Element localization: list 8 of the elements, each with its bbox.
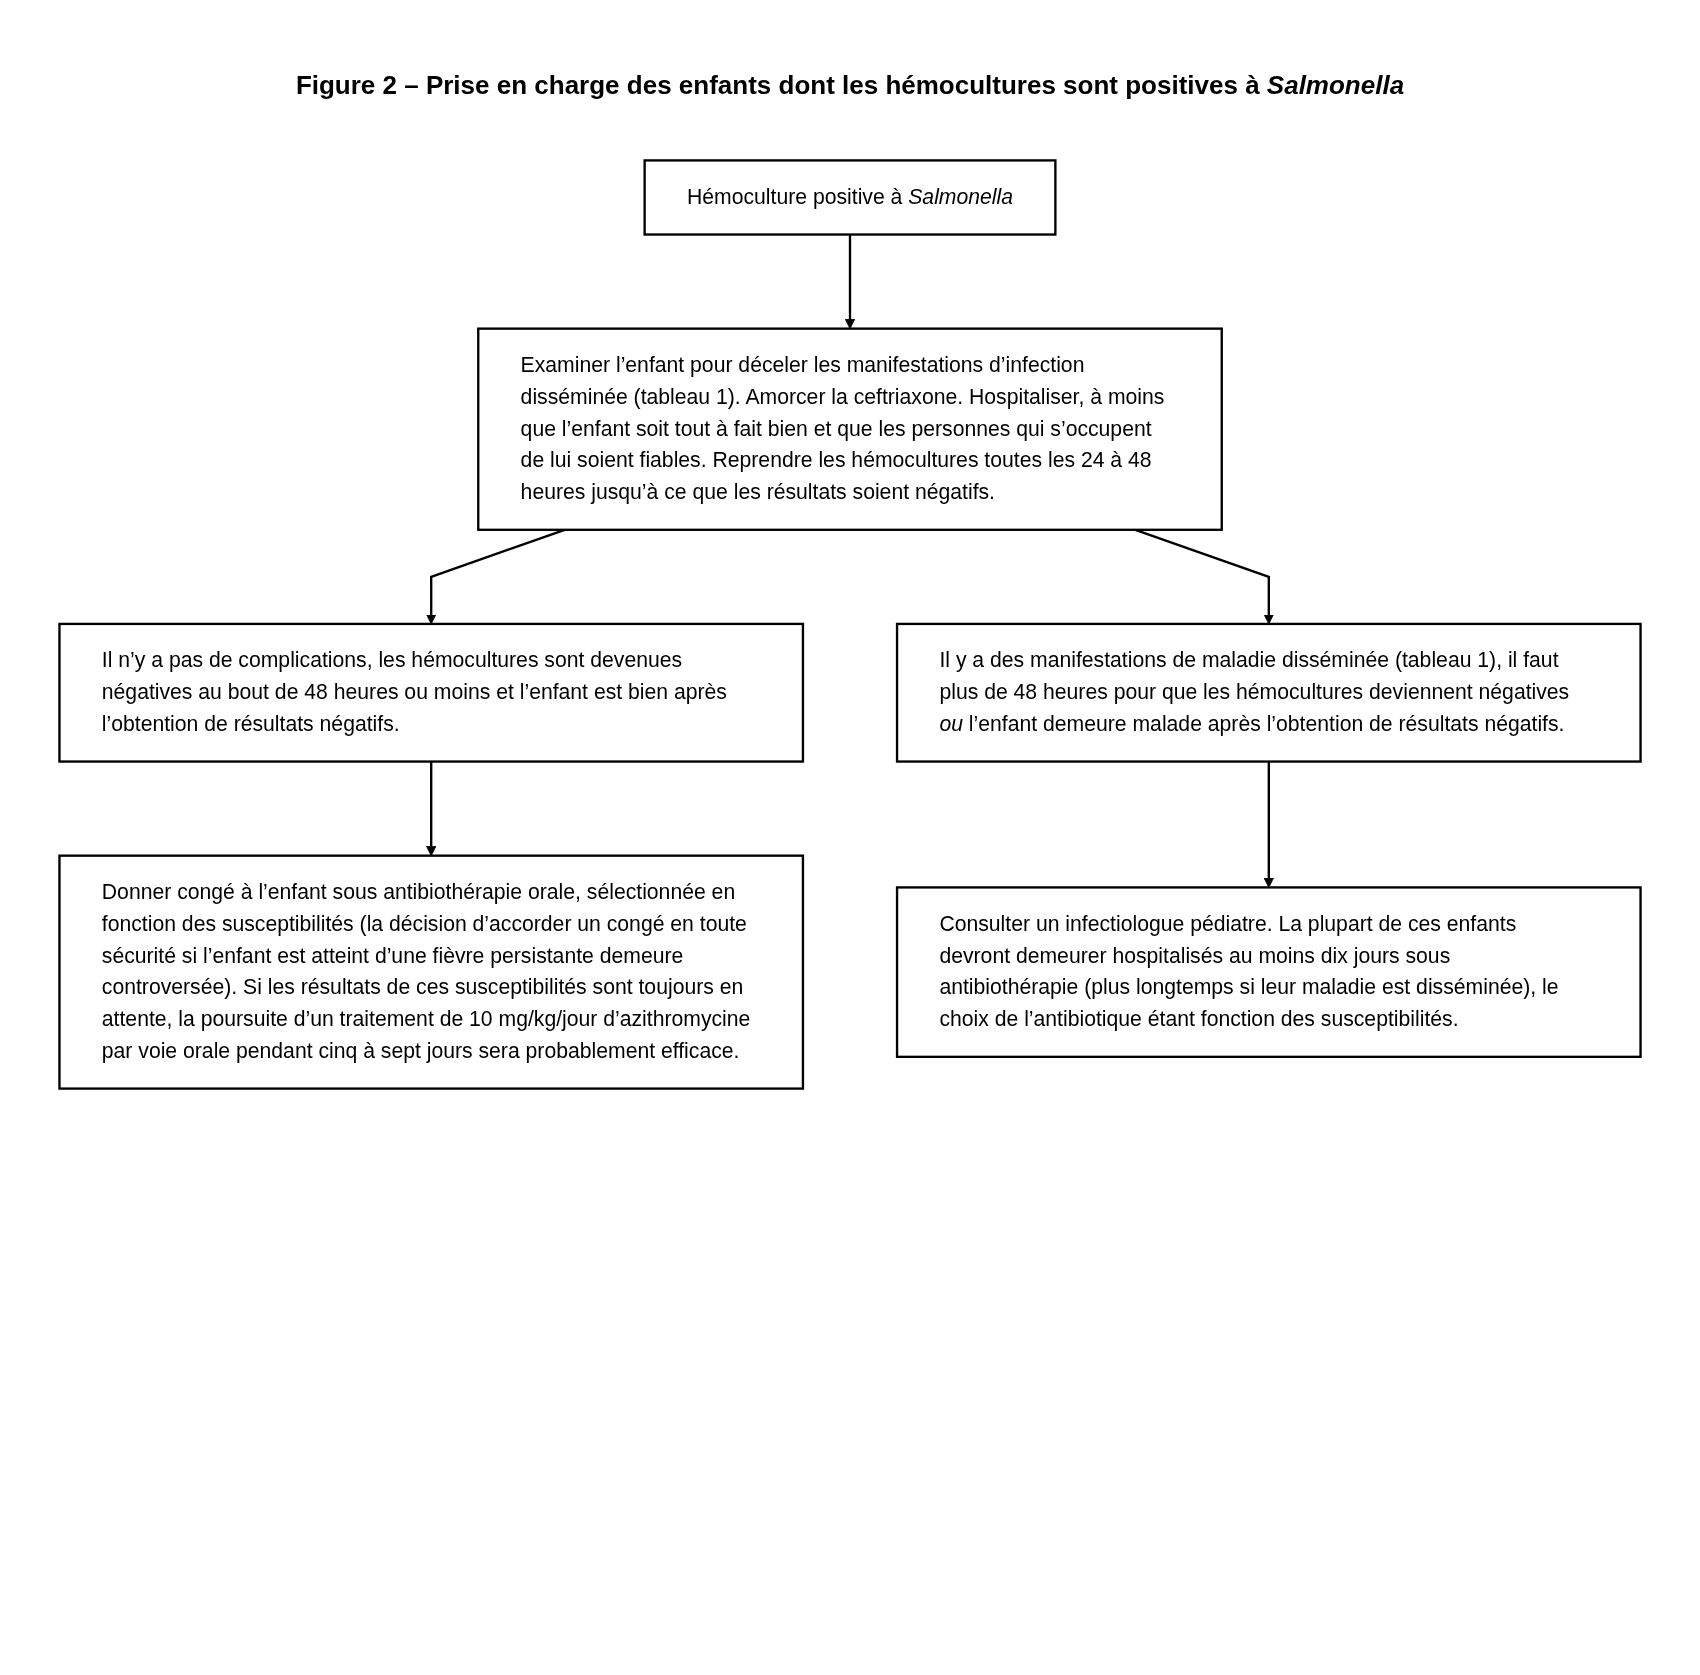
arrow [1263,761,1274,888]
node-box: Donner congé à l’enfant sous antibiothérapie orale, sélectionnée en fonction des susceptibilités (la décision d’accorder un congé en toute sécurité si l’enfant est atteint d’une fièvre persistante demeure controversée). Si les résultats de ces susceptibilités sont toujours en attente, la poursuite d’un traitement de 10 mg/kg/jour d’azithromycine par voie orale pendant cinq à sept jours sera probablement efficace. [58,854,805,1090]
node-box: Examiner l’enfant pour déceler les manifestations d’infection disséminée (tableau 1). Amorcer la ceftriaxone. Hospitaliser, à moins que l’enfant soit tout à fait bien et que les personnes qui s’occupent de lui soient fiables. Reprendre les hémocultures toutes les 24 à 48 heures jusqu’à ce que les résultats soient négatifs. [477,327,1223,531]
diagram-title: Figure 2 – Prise en charge des enfants dont les hémocultures sont positives à Salmonella [294,70,1406,101]
node-box: Hémoculture positive à Salmonella [643,159,1057,236]
node-box: Consulter un infectiologue pédiatre. La plupart de ces enfants devront demeurer hospitalisés au moins dix jours sous antibiothérapie (plus longtemps si leur maladie est disséminée), le choix de l’antibiotique étant fonction des susceptibilités. [895,886,1642,1058]
node-box: Il n’y a pas de complications, les hémocultures sont devenues négatives au bout de 48 heures ou moins et l’enfant est bien après l’obtention de résultats négatifs. [58,622,805,763]
node-box: Il y a des manifestations de maladie disséminée (tableau 1), il faut plus de 48 heures pour que les hémocultures deviennent négatives ou l’enfant demeure malade après l’obtention de résultats négatifs. [895,622,1642,763]
